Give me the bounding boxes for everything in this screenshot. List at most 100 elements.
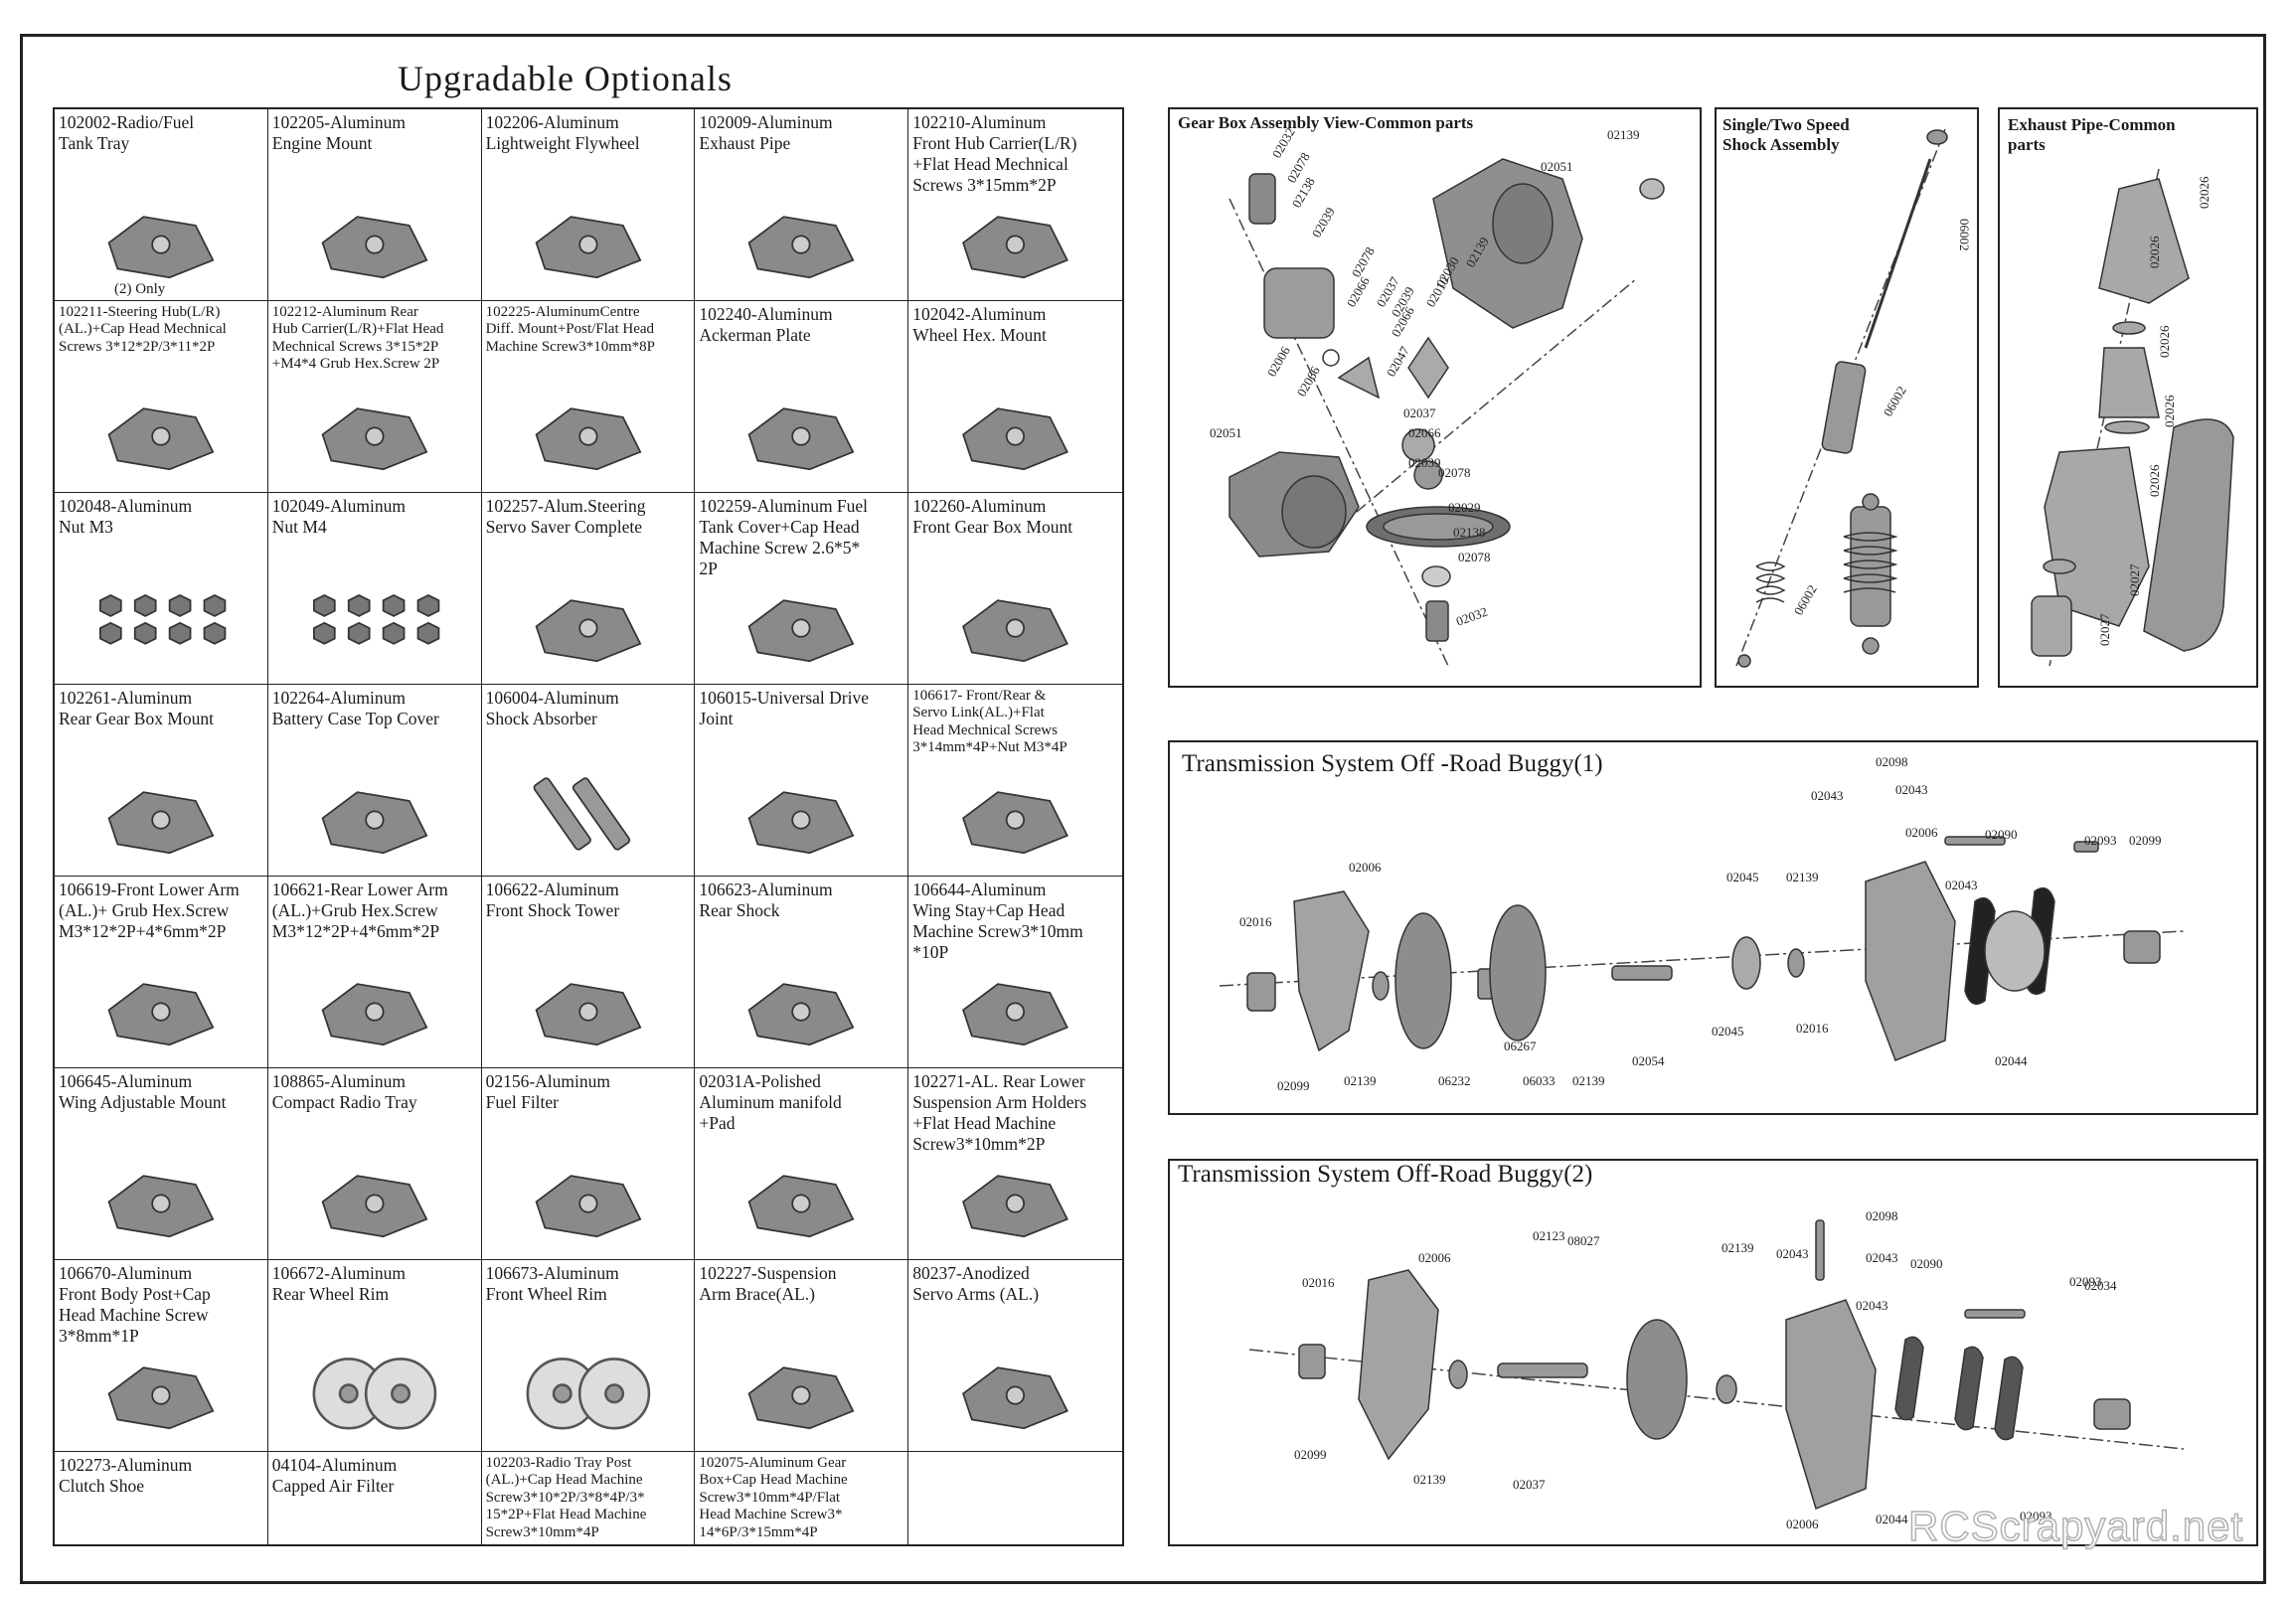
part-label: 102264-Aluminum Battery Case Top Cover: [271, 687, 439, 728]
part-cell: 04104-Aluminum Capped Air Filter: [268, 1451, 482, 1544]
flywheel-icon: [500, 191, 677, 286]
part-cell: 102240-Aluminum Ackerman Plate: [695, 300, 909, 493]
callout-number: 02051: [1210, 425, 1242, 440]
callout-number: 02045: [1726, 870, 1759, 884]
callout-number: 02037: [1513, 1477, 1546, 1492]
part-label: 102075-Aluminum Gear Box+Cap Head Machin…: [699, 1454, 848, 1540]
callout-number: 06002: [1957, 219, 1972, 251]
exhaust-panel-title: Exhaust Pipe-Common parts: [2008, 115, 2176, 154]
callout-number: 06267: [1504, 1039, 1537, 1053]
transmission2-title: Transmission System Off-Road Buggy(2): [1178, 1161, 1593, 1188]
wing-mount-icon: [73, 1150, 249, 1245]
part-cell: 106672-Aluminum Rear Wheel Rim: [267, 1259, 482, 1452]
transmission1-title: Transmission System Off -Road Buggy(1): [1182, 750, 1603, 777]
part-cell: 102009-Aluminum Exhaust Pipe: [695, 109, 909, 301]
nut-icon: [73, 574, 249, 670]
battery-cover-icon: [286, 766, 463, 862]
callout-number: 06002: [1881, 384, 1909, 419]
tray-part-icon: [73, 191, 249, 286]
callout-number: 06232: [1438, 1073, 1471, 1088]
callout-number: 06033: [1523, 1073, 1556, 1088]
callout-number: 02054: [1632, 1053, 1665, 1068]
part-label: 102260-Aluminum Front Gear Box Mount: [912, 495, 1073, 537]
part-cell: 102049-Aluminum Nut M4: [267, 492, 482, 685]
part-cell: 106622-Aluminum Front Shock Tower: [481, 876, 696, 1068]
part-cell: 102260-Aluminum Front Gear Box Mount: [908, 493, 1122, 685]
servo-link-icon: [926, 766, 1104, 862]
part-label: 106623-Aluminum Rear Shock: [699, 879, 833, 920]
exhaust-pipe-icon: [713, 191, 890, 286]
callout-number: 02066: [1408, 425, 1441, 440]
lower-arm-icon: [286, 958, 463, 1053]
tank-cover-icon: [713, 574, 890, 670]
callout-number: 02016: [1302, 1275, 1335, 1290]
part-cell: 106623-Aluminum Rear Shock: [695, 876, 909, 1068]
part-label: 102205-Aluminum Engine Mount: [271, 112, 406, 153]
page-title: Upgradable Optionals: [398, 59, 733, 98]
callout-number: 02039: [1408, 455, 1441, 470]
part-cell: 102264-Aluminum Battery Case Top Cover: [267, 684, 482, 877]
part-label: 102227-Suspension Arm Brace(AL.): [699, 1262, 837, 1304]
callout-number: 02044: [1876, 1512, 1908, 1526]
fuel-filter-icon: [500, 1150, 677, 1245]
shock-tower-icon: [500, 958, 677, 1053]
part-label: 102212-Aluminum Rear Hub Carrier(L/R)+Fl…: [271, 303, 444, 373]
part-cell: 106645-Aluminum Wing Adjustable Mount: [55, 1067, 268, 1260]
part-cell: 106004-Aluminum Shock Absorber: [481, 684, 696, 877]
part-label: 106644-Aluminum Wing Stay+Cap Head Machi…: [912, 879, 1083, 962]
callout-number: 02093: [2020, 1509, 2052, 1523]
callout-number: 02016: [1239, 914, 1272, 929]
exhaust-panel: Exhaust Pipe-Common parts 02026 02026 0202…: [1998, 107, 2258, 688]
callout-number: 02006: [1264, 343, 1293, 379]
part-label: 106617- Front/Rear & Servo Link(AL.)+Fla…: [912, 687, 1067, 756]
gearbox-panel: Gear Box Assembly View-Common parts 0203…: [1168, 107, 1702, 688]
callout-number: 02026: [2157, 325, 2172, 358]
callout-number: 02006: [1349, 860, 1382, 875]
part-cell: 102075-Aluminum Gear Box+Cap Head Machin…: [695, 1451, 909, 1544]
servo-saver-icon: [500, 574, 677, 670]
steering-hub-icon: [73, 383, 249, 478]
callout-number: 02090: [1985, 827, 2018, 842]
part-label: 106621-Rear Lower Arm (AL.)+Grub Hex.Scr…: [271, 879, 448, 941]
callout-number: 02078: [1438, 465, 1471, 480]
callout-number: 02016: [1796, 1021, 1829, 1036]
part-label: 106015-Universal Drive Joint: [699, 687, 869, 728]
part-cell: 106644-Aluminum Wing Stay+Cap Head Machi…: [908, 877, 1122, 1068]
callout-number: 02098: [1866, 1208, 1898, 1223]
callout-number: 02078: [1458, 550, 1491, 564]
radio-tray-icon: [286, 1150, 463, 1245]
part-label: 102203-Radio Tray Post (AL.)+Cap Head Ma…: [485, 1454, 647, 1540]
part-cell: 102206-Aluminum Lightweight Flywheel: [481, 109, 696, 301]
part-cell: 102273-Aluminum Clutch Shoe: [55, 1451, 268, 1544]
callout-number: 02027: [2127, 563, 2142, 596]
callout-number: 02139: [1344, 1073, 1377, 1088]
drive-joint-icon: [713, 766, 890, 862]
part-cell: 80237-Anodized Servo Arms (AL.): [908, 1260, 1122, 1452]
callout-number: 02026: [2162, 395, 2177, 427]
part-cell: 106015-Universal Drive Joint: [695, 684, 909, 877]
callout-number: 02078: [1349, 244, 1378, 280]
callout-number: 02043: [1866, 1250, 1898, 1265]
nut-icon: [286, 574, 463, 670]
callout-number: 02139: [1572, 1073, 1605, 1088]
part-label: 102271-AL. Rear Lower Suspension Arm Hol…: [912, 1070, 1087, 1154]
page-frame: [20, 34, 2266, 1584]
part-label: 80237-Anodized Servo Arms (AL.): [912, 1262, 1040, 1304]
callout-number: 02026: [2147, 236, 2162, 268]
callout-number: 02045: [1712, 1024, 1744, 1039]
callout-number: 02043: [1945, 878, 1978, 892]
transmission2-panel: Transmission System Off-Road Buggy(2) 02…: [1168, 1159, 2258, 1546]
servo-arm-icon: [926, 1342, 1104, 1437]
wheel-rim-icon: [500, 1342, 677, 1437]
callout-number: 02043: [1856, 1298, 1888, 1313]
part-cell: 106619-Front Lower Arm (AL.)+ Grub Hex.S…: [55, 876, 268, 1068]
part-cell: 102227-Suspension Arm Brace(AL.): [695, 1259, 909, 1452]
callout-number: 02032: [1269, 125, 1298, 161]
part-cell: 106673-Aluminum Front Wheel Rim: [481, 1259, 696, 1452]
callout-number: 02123: [1533, 1228, 1565, 1243]
callout-number: 02066: [1344, 273, 1373, 309]
part-label: 106622-Aluminum Front Shock Tower: [485, 879, 620, 920]
empty-cell: [908, 1452, 1122, 1545]
part-cell: 106617- Front/Rear & Servo Link(AL.)+Fla…: [908, 685, 1122, 877]
